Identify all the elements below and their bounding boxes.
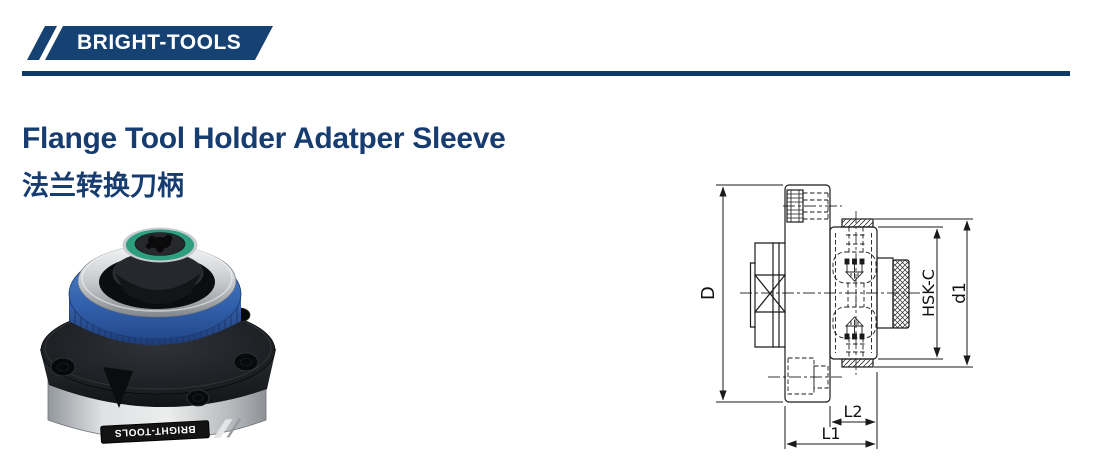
photo-brand-label-text: BRIGHT-TOOLS xyxy=(114,423,196,438)
photo-keyhole-slot xyxy=(146,234,173,253)
page-title-zh: 法兰转换刀柄 xyxy=(22,171,184,201)
photo-slash-mark xyxy=(213,418,242,439)
dim-label-d1: d1 xyxy=(950,282,970,304)
drawing-dimensions xyxy=(716,184,973,449)
dim-label-hsk: HSK-C xyxy=(919,269,938,317)
page-title-en: Flange Tool Holder Adatper Sleeve xyxy=(22,122,506,155)
dim-label-l1: L1 xyxy=(821,424,840,443)
product-photo: BRIGHT-TOOLS xyxy=(40,227,276,444)
brand-logo-text: BRIGHT-TOOLS xyxy=(77,31,242,54)
photo-inner-cone xyxy=(115,273,201,304)
header-divider xyxy=(22,71,1070,76)
dim-label-l2: L2 xyxy=(843,402,862,421)
dim-label-d: D xyxy=(698,286,719,300)
technical-drawing: D HSK-C d1 L2 L1 xyxy=(698,184,973,449)
drawing-gripper-detail xyxy=(844,258,865,340)
photo-keyway-notch xyxy=(103,367,133,408)
brand-logo: BRIGHT-TOOLS xyxy=(45,26,273,60)
drawing-outlines xyxy=(749,184,910,403)
photo-brand-label: BRIGHT-TOOLS xyxy=(100,420,210,444)
